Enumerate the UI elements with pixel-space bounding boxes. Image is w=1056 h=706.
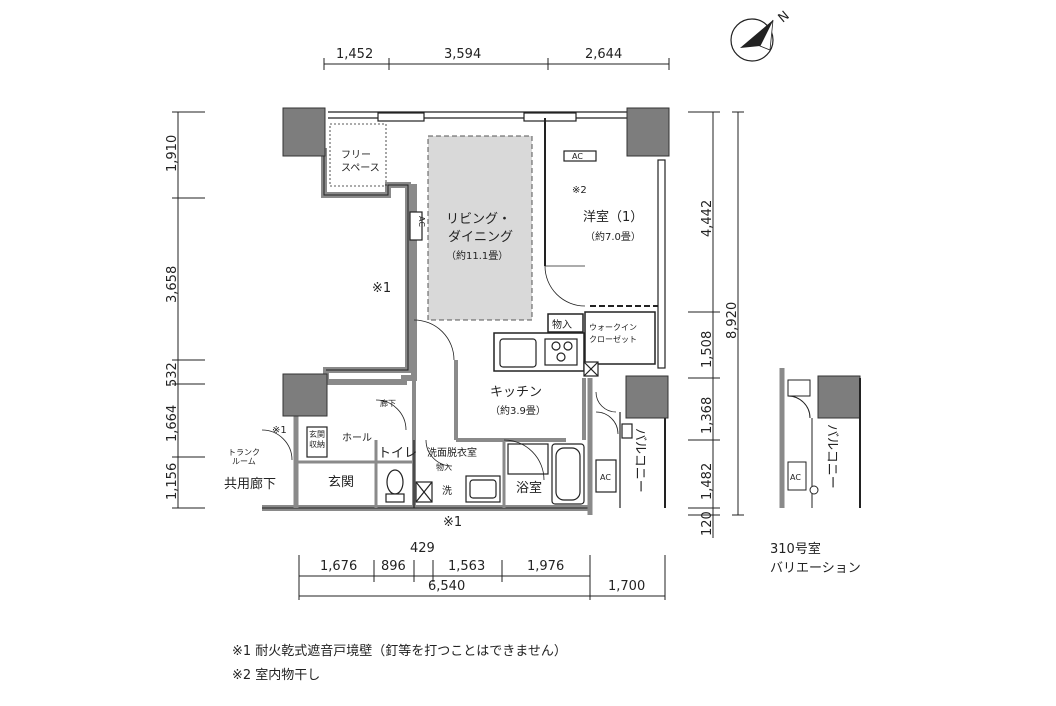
label-genkan-storage-2: 収納: [309, 439, 325, 449]
variation-label-2: バリエーション: [770, 561, 861, 576]
walls: [262, 111, 666, 515]
variation-balcony: バルコニー: [824, 424, 839, 489]
variation-label-1: 310号室: [770, 541, 821, 557]
dim-top-3: 2,644: [585, 47, 622, 62]
label-western-1: 洋室（1）: [583, 209, 643, 225]
dim-right-2: 1,508: [700, 331, 715, 368]
structural-columns: [282, 107, 861, 419]
dim-bottom-total: 6,540: [428, 579, 465, 594]
dim-top-2: 3,594: [444, 47, 481, 62]
variation-plan: [779, 368, 861, 508]
dim-left-5: 1,156: [165, 463, 180, 500]
bottom-dimension-line: [298, 555, 666, 600]
label-free-space-2: スペース: [341, 163, 380, 174]
label-mark1-living: ※1: [372, 281, 391, 296]
dim-right-total: 8,920: [725, 302, 740, 339]
dim-bottom-balcony: 1,700: [608, 579, 645, 594]
label-living-1: リビング・: [446, 212, 511, 227]
label-bath: 浴室: [516, 480, 542, 496]
label-hall: ホール: [342, 432, 372, 444]
dim-top-1: 1,452: [336, 47, 373, 62]
dim-right-1: 4,442: [700, 200, 715, 237]
label-toilet: トイレ: [378, 446, 417, 461]
dim-left-1: 1,910: [165, 135, 180, 172]
label-free-space-1: フリー: [341, 150, 371, 161]
label-kitchen-2: （約3.9畳）: [490, 404, 546, 417]
dim-bottom-3: 429: [410, 541, 435, 556]
dim-left-3: 532: [165, 362, 180, 387]
label-living-3: （約11.1畳）: [446, 249, 508, 262]
label-western-2: （約7.0畳）: [585, 230, 641, 243]
living-dining-area: [427, 135, 533, 321]
free-space-area: [329, 123, 387, 187]
label-kitchen-1: キッチン: [490, 385, 542, 400]
label-mark1-bottom: ※1: [443, 515, 462, 530]
label-trunk-2: ルーム: [232, 457, 256, 466]
note-2: ※2 室内物干し: [232, 668, 321, 683]
label-washroom: 洗面脱衣室: [427, 446, 477, 459]
dim-bottom-1: 1,676: [320, 559, 357, 574]
top-dimension-line: [323, 58, 670, 70]
dim-left-4: 1,664: [165, 405, 180, 442]
dim-right-4: 1,482: [700, 463, 715, 500]
dim-right-3: 1,368: [700, 397, 715, 434]
note-1: ※1 耐火乾式遮音戸境壁（釘等を打つことはできません）: [232, 644, 567, 659]
label-walkin-2: クローゼット: [589, 334, 637, 344]
variation-ac: AC: [790, 473, 801, 482]
label-storage: 物入: [552, 318, 572, 331]
dim-right-5: 120: [700, 511, 715, 536]
label-ac-balcony: AC: [600, 473, 611, 482]
dim-bottom-2: 896: [381, 559, 406, 574]
label-mark2: ※2: [572, 185, 587, 196]
label-trunk-1: トランク: [228, 448, 260, 457]
right-dimension-line: [688, 111, 744, 538]
dim-bottom-4: 1,563: [448, 559, 485, 574]
label-ac-bedroom: AC: [572, 152, 583, 161]
compass-icon: [730, 18, 774, 62]
label-common-corridor: 共用廊下: [224, 476, 276, 492]
left-dimension-line: [172, 111, 205, 509]
door-swings: [261, 265, 619, 481]
label-walkin-1: ウォークイン: [589, 323, 637, 332]
dim-bottom-5: 1,976: [527, 559, 564, 574]
label-washroom-storage: 物入: [436, 462, 452, 472]
label-living-2: ダイニング: [448, 230, 513, 245]
label-balcony: バルコニー: [632, 428, 647, 493]
compass-north-label: N: [776, 8, 793, 26]
label-wash: 洗: [442, 485, 452, 497]
label-mark1-genkan: ※1: [272, 425, 287, 436]
label-entrance: 玄関: [328, 475, 354, 490]
label-genkan-storage-1: 玄関: [309, 429, 325, 439]
dim-left-2: 3,658: [165, 266, 180, 303]
label-ac-living: AC: [417, 216, 426, 227]
label-corridor: 廊下: [380, 398, 396, 408]
